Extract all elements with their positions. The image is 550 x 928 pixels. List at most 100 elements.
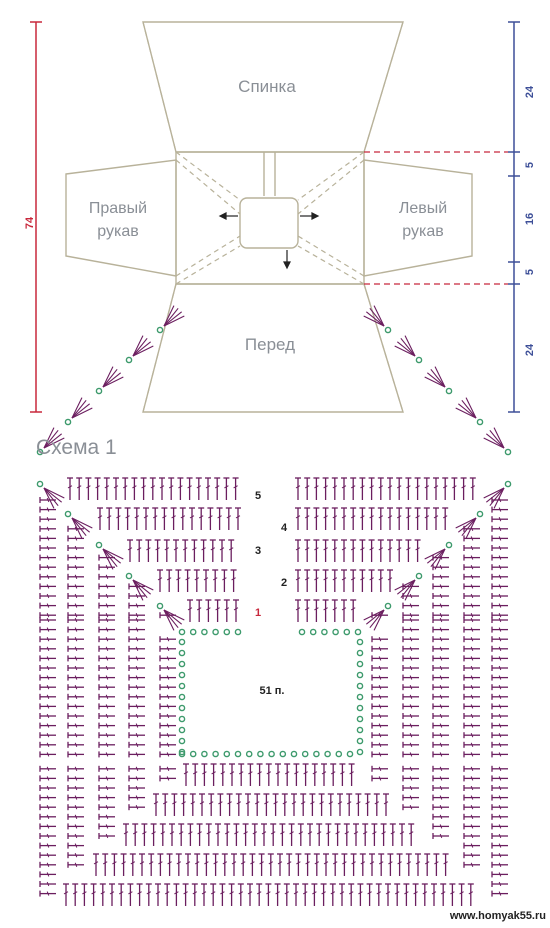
corner-stitch [71,517,93,529]
corner-stitch [71,403,91,419]
stitch-bar [360,515,365,519]
stitch-bar [152,515,158,519]
corner-stitch [394,345,416,357]
stitch-bar [254,801,260,805]
stitch-bar [356,801,361,805]
stitch-bar [166,577,172,581]
chain-stitch [178,737,186,745]
corner-stitch [485,487,505,503]
stitch-bar [208,515,213,519]
corner-stitch [43,433,63,449]
stitch-bar [304,485,310,489]
stitch-bar [498,565,502,570]
stitch-bar [397,861,402,865]
stitch-bar [181,801,186,805]
stitch-bar [498,872,502,877]
stitch-bar [498,805,502,810]
chain-stitch [156,602,164,610]
stitch-bar [192,891,198,895]
corner-stitch [43,437,65,449]
stitch-bar [173,547,179,551]
stitch-bar [46,766,50,771]
stitch-bar [275,891,280,895]
chain-stitch [324,750,331,758]
stitch-bar [470,694,474,699]
chain-stitch [321,628,328,636]
stitch-bar [74,843,78,848]
stitch-bar [409,776,413,781]
corner-stitch [430,548,446,568]
stitch-bar [46,665,50,671]
stitch-bar [498,814,502,819]
chain-stitch [189,628,197,636]
stitch-bar [210,891,216,895]
stitch-bar [498,584,502,589]
stitch-bar [387,547,393,551]
stitch-bar [157,577,163,581]
dim-sleeve: 16 [524,213,536,225]
stitch-bar [351,861,356,865]
stitch-bar [74,733,78,738]
corner-stitch [455,517,477,529]
stitch-bar [132,485,137,489]
stitch-bar [206,607,211,611]
stitch-bar [46,517,50,522]
stitch-bar [105,584,109,589]
corner-stitch [102,548,124,560]
stitch-bar [46,704,50,709]
total-height-value: 74 [24,216,36,229]
corner-stitch [373,609,385,631]
stitch-bar [470,766,474,771]
stitch-bar [498,723,502,728]
left-sleeve-label-line1: Левый [399,200,447,217]
stitch-bar [197,831,202,835]
stitch-bar [344,831,350,835]
stitch-bar [46,795,50,800]
stitch-bar [187,485,192,489]
stitch-bar [46,843,50,848]
stitch-bar [135,805,139,810]
corner-stitch [43,487,65,499]
stitch-bar [105,675,109,680]
stitch-bar [105,776,109,781]
stitch-bar [439,617,443,623]
stitch-bar [105,627,109,632]
stitch-bar [498,742,502,747]
stitch-bar [257,771,262,775]
stitch-bar [128,891,133,895]
stitch-bar [350,485,356,489]
stitch-bar [332,607,338,611]
stitch-bar [350,607,356,611]
stitch-bar [105,565,109,570]
stitch-bar [323,547,328,551]
stitch-bar [378,665,382,671]
corner-stitch [132,337,148,357]
stitch-bar [439,776,443,781]
stitch-bar [256,891,262,895]
stitch-bar [105,824,109,829]
stitch-bar [378,776,382,781]
stitch-bar [439,627,443,632]
stitch-bar [314,577,319,581]
chain-stitch [178,726,186,734]
stitch-bar [332,485,338,489]
stitch-bar [439,613,443,618]
stitch-bar [369,577,374,581]
stitch-bar [378,723,382,728]
stitch-bar [228,547,234,551]
stitch-bar [369,547,374,551]
stitch-bar [178,485,183,489]
stitch-bar [369,515,374,519]
stitch-bar [210,547,216,551]
stitch-bar [166,646,170,651]
stitch-bar [150,485,156,489]
stitch-bar [341,607,347,611]
stitch-bar [323,577,328,581]
stitch-bar [166,675,170,680]
stitch-bar [116,515,121,519]
stitch-bar [229,891,234,895]
corner-stitch [163,609,185,621]
stitch-bar [201,891,207,895]
stitch-bar [415,547,420,551]
chain-stitch [504,480,512,488]
